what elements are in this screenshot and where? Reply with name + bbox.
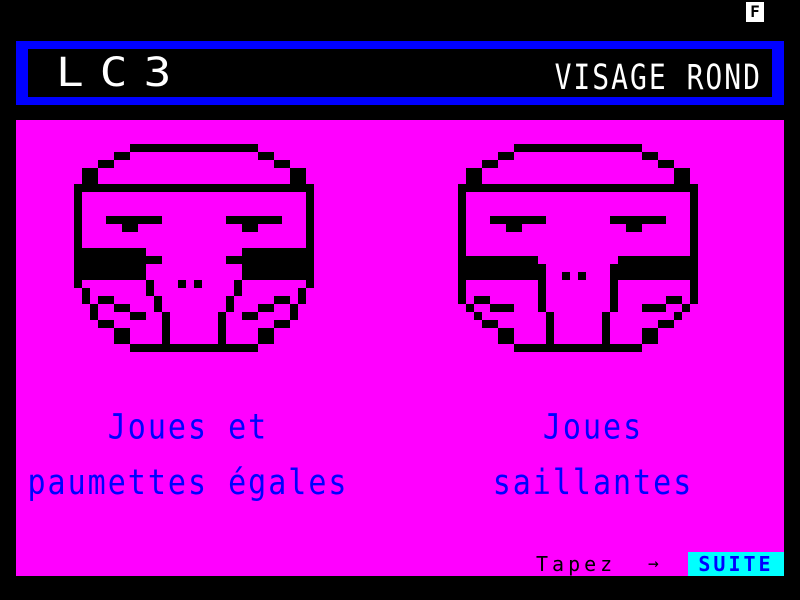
main-panel: Joues et paumettes égales Joues saillant… bbox=[16, 120, 784, 576]
page-code: LC3 bbox=[56, 50, 188, 96]
caption-line: saillantes bbox=[492, 462, 694, 504]
round-face-prominent-cheeks-icon bbox=[458, 144, 698, 360]
arrow-right-icon: → bbox=[648, 553, 659, 574]
caption-line: paumettes égales bbox=[27, 462, 349, 504]
caption-even-cheeks: Joues et paumettes égales bbox=[18, 401, 358, 511]
caption-line: Joues et bbox=[107, 407, 269, 448]
header-inner: LC3 VISAGE ROND bbox=[28, 49, 772, 98]
status-indicator: F bbox=[746, 2, 764, 22]
caption-line: Joues bbox=[542, 407, 644, 448]
suite-button[interactable]: SUITE bbox=[688, 552, 784, 576]
caption-prominent-cheeks: Joues saillantes bbox=[438, 401, 748, 511]
footer-prompt: Tapez bbox=[536, 552, 617, 576]
page-title: VISAGE ROND bbox=[554, 56, 762, 98]
round-face-even-cheeks-icon bbox=[74, 144, 314, 360]
header-bar: LC3 VISAGE ROND bbox=[16, 41, 784, 105]
footer-bar: Tapez → SUITE bbox=[16, 552, 784, 576]
